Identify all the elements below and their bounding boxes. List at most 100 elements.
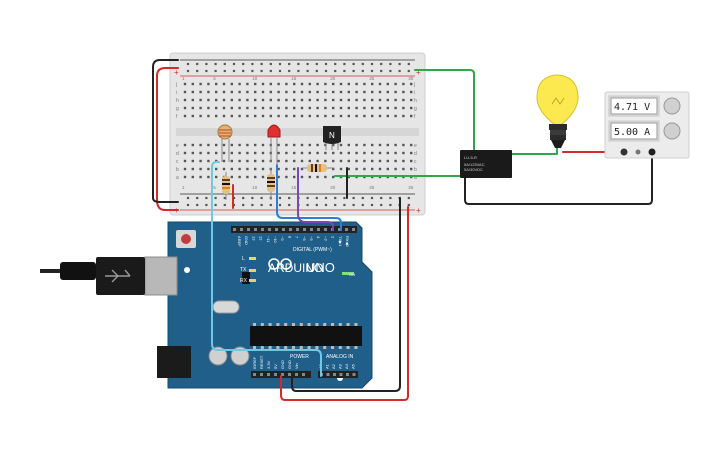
column-label: 30 bbox=[408, 185, 414, 190]
red-led[interactable] bbox=[267, 124, 281, 165]
pin-label: Vin bbox=[294, 363, 299, 369]
on-label: ON bbox=[349, 272, 355, 277]
voltage-readout: 4.71 V bbox=[614, 102, 650, 113]
resistor-base[interactable] bbox=[302, 164, 334, 172]
pin-label: GND bbox=[287, 360, 292, 369]
pin-label: RX◀0 bbox=[345, 236, 350, 248]
column-label: 25 bbox=[369, 185, 375, 190]
pin-label: ~11 bbox=[266, 236, 271, 243]
row-label: g bbox=[414, 106, 417, 112]
power-label: POWER bbox=[290, 354, 309, 360]
row-label: f bbox=[176, 114, 178, 120]
resistor-ldr[interactable] bbox=[222, 172, 230, 200]
column-label: 5 bbox=[213, 185, 216, 190]
pin-label: ~6 bbox=[302, 236, 307, 241]
pin-label: A3 bbox=[338, 363, 343, 369]
model-label: UNO bbox=[306, 260, 335, 275]
relay-module[interactable]: LU-5-R 5A/125VAC 5A/30VDC bbox=[460, 150, 512, 178]
row-label: i bbox=[414, 90, 415, 96]
voltage-knob[interactable] bbox=[663, 97, 681, 115]
pin-label: A5 bbox=[351, 363, 356, 369]
power-jack[interactable] bbox=[157, 346, 191, 378]
pin-label: TX▶1 bbox=[338, 236, 343, 247]
pin-label: 3.3V bbox=[266, 360, 271, 369]
pin-label: GND bbox=[244, 236, 249, 245]
relay-rating-ac: 5A/125VAC bbox=[464, 162, 485, 167]
pin-label: ~5 bbox=[309, 236, 314, 241]
column-label: 1 bbox=[182, 76, 185, 81]
column-label: 30 bbox=[408, 76, 414, 81]
row-label: i bbox=[176, 90, 177, 96]
column-label: 15 bbox=[291, 76, 297, 81]
row-label: c bbox=[414, 159, 417, 165]
led-label-tx: TX bbox=[240, 267, 247, 273]
row-label: g bbox=[176, 106, 179, 112]
pin-label: GND bbox=[280, 360, 285, 369]
row-label: f bbox=[414, 114, 416, 120]
current-knob[interactable] bbox=[663, 122, 681, 140]
pin-label: 5V bbox=[273, 364, 278, 369]
power-led bbox=[342, 272, 354, 275]
pin-label: 2 bbox=[331, 236, 336, 239]
arduino-logo-icon bbox=[268, 258, 292, 270]
photoresistor[interactable] bbox=[217, 124, 233, 162]
positive-terminal[interactable] bbox=[620, 148, 628, 156]
row-label: a bbox=[414, 175, 417, 181]
power-supply[interactable]: 4.71 V 5.00 A bbox=[604, 91, 690, 159]
current-readout: 5.00 A bbox=[614, 127, 650, 138]
pin-label: A2 bbox=[331, 363, 336, 369]
row-label: e bbox=[414, 143, 417, 149]
row-label: a bbox=[176, 175, 179, 181]
column-label: 5 bbox=[213, 76, 216, 81]
column-label: 1 bbox=[182, 185, 185, 190]
usb-symbol-icon bbox=[105, 269, 131, 283]
atmega-chip bbox=[250, 326, 362, 346]
pin-label: ~9 bbox=[280, 236, 285, 241]
relay-label: LU-5-R bbox=[464, 155, 477, 160]
plus-sign-icon: + bbox=[416, 206, 421, 215]
arduino-uno-board[interactable]: ARDUINO UNO DIGITAL (PWM~) POWER ANALOG … bbox=[144, 221, 373, 389]
npn-transistor[interactable]: N bbox=[323, 126, 341, 150]
pin-label: A1 bbox=[325, 363, 330, 369]
row-label: c bbox=[176, 159, 179, 165]
column-label: 15 bbox=[291, 185, 297, 190]
pin-label: 8 bbox=[287, 236, 292, 239]
pin-label: ~3 bbox=[323, 236, 328, 241]
wires bbox=[152, 59, 653, 401]
pin-label: ~10 bbox=[273, 236, 278, 244]
pin-label: AREF bbox=[237, 236, 242, 247]
column-label: 10 bbox=[252, 185, 258, 190]
pin-label: 4 bbox=[316, 236, 321, 239]
light-bulb[interactable] bbox=[536, 74, 579, 148]
digital-header-label: DIGITAL (PWM~) bbox=[293, 247, 332, 253]
negative-terminal[interactable] bbox=[648, 148, 656, 156]
analog-label: ANALOG IN bbox=[326, 354, 354, 360]
row-label: d bbox=[176, 151, 179, 157]
plus-sign-icon: + bbox=[174, 68, 179, 77]
row-label: j bbox=[413, 82, 415, 88]
led-label-l: L bbox=[242, 256, 245, 262]
row-label: d bbox=[414, 151, 417, 157]
pin-label: 13 bbox=[251, 236, 256, 241]
row-label: b bbox=[414, 167, 417, 173]
analog-header[interactable] bbox=[318, 371, 358, 378]
row-label: h bbox=[414, 98, 417, 104]
plus-sign-icon: + bbox=[416, 68, 421, 77]
brand-label: ARDUINO bbox=[268, 261, 323, 275]
row-label: b bbox=[176, 167, 179, 173]
usb-cable[interactable] bbox=[40, 257, 145, 295]
pin-label: 12 bbox=[259, 236, 264, 241]
digital-header[interactable] bbox=[231, 226, 357, 233]
resistor-led[interactable] bbox=[267, 168, 275, 200]
pin-label: A4 bbox=[344, 363, 349, 369]
usb-port[interactable] bbox=[144, 256, 178, 296]
column-label: 20 bbox=[330, 185, 336, 190]
breadboard-holes bbox=[183, 62, 413, 207]
relay-rating-dc: 5A/30VDC bbox=[464, 167, 483, 172]
